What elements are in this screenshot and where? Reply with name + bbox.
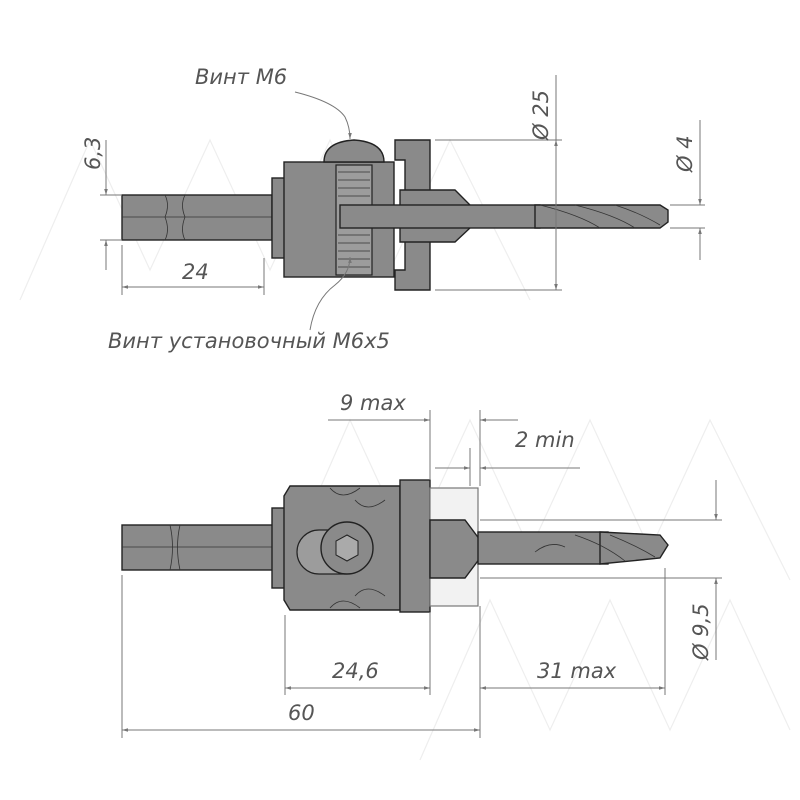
dim-min-gap-label: 2 min — [515, 428, 575, 452]
side-view-assembly — [121, 479, 669, 613]
screw-head — [323, 139, 385, 163]
top-view-dimensions: 6,3 24 Ø 25 Ø 4 Винт М6 Винт установочны… — [81, 65, 705, 353]
flange-side — [399, 479, 431, 613]
drill-tip-side — [599, 531, 669, 565]
hex-socket-icon — [335, 534, 359, 562]
hex-shank-side — [121, 524, 283, 571]
dim-shank-length-label: 24 — [182, 260, 209, 284]
hex-shank — [121, 194, 273, 241]
drill-shank — [339, 204, 541, 229]
dim-total-length-label: 60 — [288, 701, 315, 725]
side-view-dimensions: 9 max 2 min Ø 9,5 24,6 31 max 60 — [121, 391, 722, 738]
dim-body-length-label: 24,6 — [332, 659, 379, 683]
drill-bit — [534, 204, 669, 229]
dim-drill-diameter-label: Ø 4 — [673, 135, 697, 173]
dim-flange-diameter-label: Ø 25 — [529, 90, 553, 141]
callout-screw-m6: Винт М6 — [195, 65, 287, 89]
dim-max-depth-label: 9 max — [340, 391, 406, 415]
callout-set-screw: Винт установочный М6х5 — [108, 329, 390, 353]
top-view-assembly — [121, 139, 669, 291]
dim-countersink-diameter-label: Ø 9,5 — [689, 603, 713, 661]
dim-hex-label: 6,3 — [81, 137, 105, 170]
dim-drill-protrusion-label: 31 max — [537, 659, 617, 683]
drill-side — [477, 531, 609, 565]
